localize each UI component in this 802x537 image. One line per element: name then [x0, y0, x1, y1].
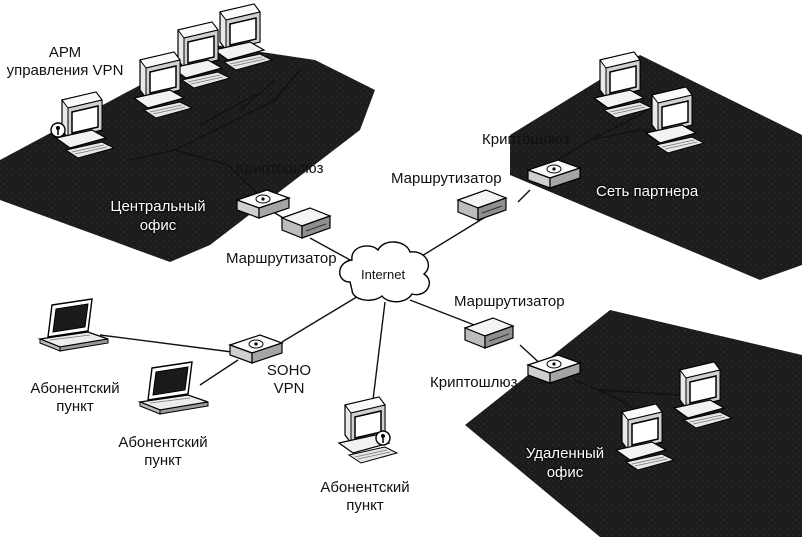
subscriber-1-line-2: пункт: [56, 398, 94, 415]
subscriber-2-label: Абонентский пункт: [98, 434, 228, 470]
subscriber-2-line-2: пункт: [144, 452, 182, 469]
arm-label-line-1: АРМ: [48, 44, 82, 61]
arm-key-icon: [50, 122, 66, 138]
subscriber-2-line-1: Абонентский: [118, 434, 208, 451]
router-central-label: Маршрутизатор: [226, 250, 337, 267]
router-central: [281, 207, 331, 239]
router-partner: [457, 189, 507, 221]
soho-label-line-1: SOHO: [266, 362, 312, 379]
arm-label: АРМ управления VPN: [6, 44, 124, 80]
central-office-label: Центральный офис: [88, 197, 228, 235]
router-partner-label: Маршрутизатор: [391, 170, 502, 187]
subscriber-laptop-2: [139, 361, 209, 415]
subscriber-laptop-1: [39, 298, 109, 352]
internet-cloud: [339, 241, 430, 303]
central-office-line-1: Центральный: [110, 198, 206, 215]
partner-network-label: Сеть партнера: [596, 183, 699, 200]
arm-label-line-2: управления VPN: [6, 62, 124, 79]
soho-label: SOHO VPN: [254, 362, 324, 398]
subscriber-3-line-1: Абонентский: [320, 479, 410, 496]
remote-office-line-1: Удаленный: [525, 445, 605, 462]
zone-partner-network: [510, 55, 802, 280]
subscriber-3-line-2: пункт: [346, 497, 384, 514]
central-office-line-2: офис: [139, 217, 177, 234]
subscriber-1-label: Абонентский пункт: [10, 380, 140, 416]
crypto-partner-label: Криптошлюз: [482, 131, 570, 148]
subscriber-pc: [338, 396, 398, 464]
router-remote-label: Маршрутизатор: [454, 293, 565, 310]
crypto-remote-label: Криптошлюз: [430, 374, 518, 391]
crypto-central-label: Криптошлюз: [236, 160, 324, 177]
soho-vpn-device: [229, 334, 283, 364]
subscriber-1-line-1: Абонентский: [30, 380, 120, 397]
subscriber-key-icon: [375, 430, 391, 446]
soho-label-line-2: VPN: [273, 380, 305, 397]
remote-office-label: Удаленный офис: [500, 444, 630, 482]
router-remote: [464, 317, 514, 349]
internet-label: Internet: [361, 267, 406, 282]
subscriber-3-label: Абонентский пункт: [300, 479, 430, 515]
remote-office-line-2: офис: [546, 464, 584, 481]
